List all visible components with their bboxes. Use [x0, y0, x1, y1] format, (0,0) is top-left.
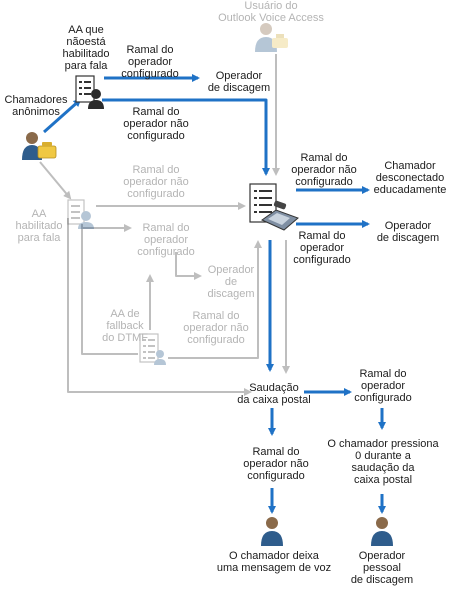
mailbox-greeting-label: Saudação da caixa postal [237, 382, 311, 406]
ext-not-configured-label: Ramal do operador não configurado [291, 152, 357, 188]
gray-ext-not-configured-label: Ramal do operador não configurado [183, 310, 249, 346]
voicemail-server-icon [249, 183, 299, 231]
gray-connector [81, 224, 138, 355]
personal-operator-node [370, 516, 394, 546]
person-icon [371, 517, 393, 546]
central-system-node [246, 180, 300, 236]
ext-not-configured-label: Ramal do operador não configurado [243, 446, 309, 482]
aa-dtmf-label: AA de fallback do DTMF [102, 308, 148, 344]
anonymous-callers-node [20, 130, 60, 164]
caller-leaves-message-label: O chamador deixa uma mensagem de voz [216, 550, 332, 574]
ext-configured-label: Ramal do operador configurado [354, 368, 412, 404]
auto-attendant-icon [67, 199, 94, 229]
outlook-user-label: Usuário do Outlook Voice Access [218, 0, 324, 24]
caller-leaves-message-node [260, 516, 284, 546]
blue-connector [102, 98, 270, 176]
caller-disconnected-label: Chamador desconectado educadamente [373, 160, 447, 196]
gray-operator-dialing-label: Operador de discagem [207, 264, 255, 300]
gray-ext-configured-label: Ramal do operador configurado [137, 222, 195, 258]
aa-speech-node [66, 198, 96, 230]
aa-speech-label: AA habilitado para fala [15, 208, 63, 244]
gray-connector [168, 240, 262, 359]
gray-ext-not-configured-label: Ramal do operador não configurado [123, 164, 189, 200]
blue-connector [43, 98, 82, 134]
gray-connector [67, 218, 252, 396]
caller-presses-zero-label: O chamador pressiona 0 durante a saudaçã… [327, 438, 439, 486]
aa-not-speech-label: AA que nãoestá habilitado para fala [62, 24, 110, 72]
phone-user-icon [255, 23, 288, 52]
aa-dtmf-node [138, 332, 168, 366]
outlook-user-node [252, 22, 290, 54]
gray-connector [39, 161, 72, 200]
operator-dialing-label: Operador de discagem [376, 220, 440, 244]
caller-phone-icon [22, 132, 57, 160]
aa-not-speech-node [74, 74, 106, 110]
personal-operator-label: Operador pessoal de discagem [350, 550, 414, 586]
operator-dialing-label: Operador de discagem [207, 70, 271, 94]
gray-connector [175, 252, 202, 280]
auto-attendant-icon [75, 75, 104, 109]
ext-configured-label: Ramal do operador configurado [121, 44, 179, 80]
auto-attendant-icon [139, 333, 166, 365]
anonymous-callers-label: Chamadores anônimos [4, 94, 68, 118]
ext-configured-label: Ramal do operador configurado [293, 230, 351, 266]
person-icon [261, 517, 283, 546]
ext-not-configured-label: Ramal do operador não configurado [123, 106, 189, 142]
